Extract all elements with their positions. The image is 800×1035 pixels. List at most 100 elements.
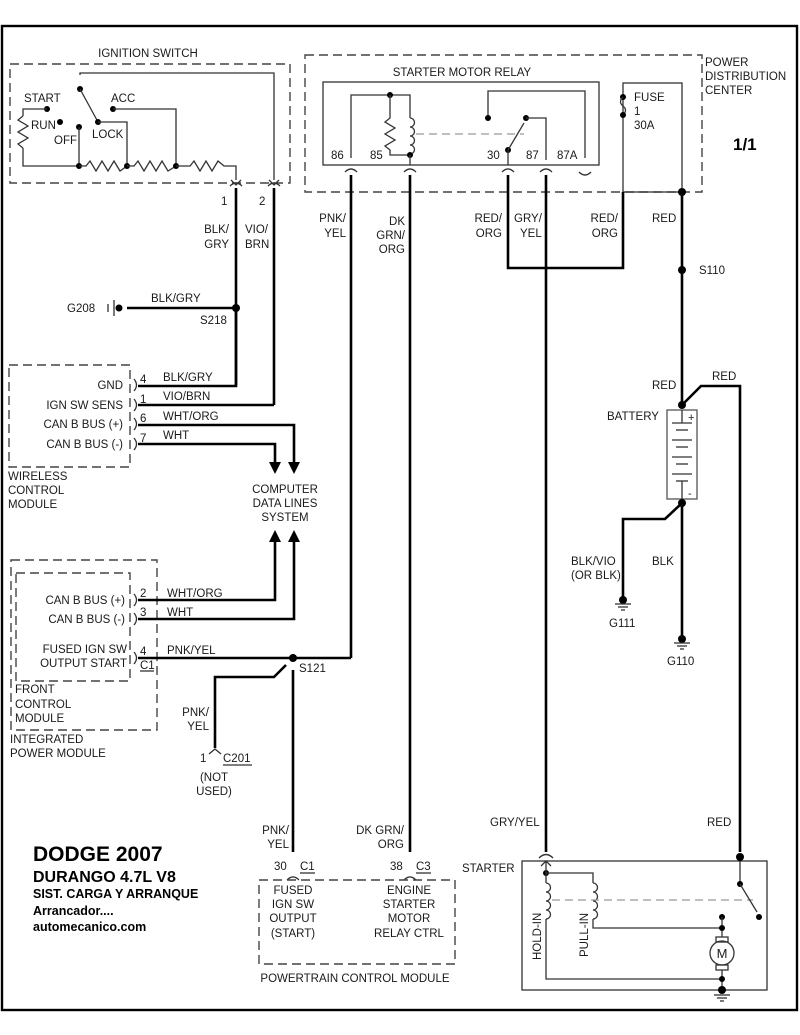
pos-run-label: RUN bbox=[31, 120, 56, 132]
ignition-switch-title: IGNITION SWITCH bbox=[98, 48, 198, 60]
title-website: automecanico.com bbox=[33, 920, 146, 934]
pcm-c3-pin: 38 bbox=[390, 861, 403, 873]
pcm-c3-connector: C3 bbox=[416, 861, 431, 873]
wire-label: RED/ bbox=[591, 213, 619, 225]
relay-coil-icon bbox=[409, 117, 416, 155]
wire-label: DK GRN/ bbox=[356, 825, 405, 837]
wire-label: WHT bbox=[167, 607, 193, 619]
pull-in-label: PULL-IN bbox=[579, 913, 591, 957]
wcm-pin: 7 bbox=[140, 433, 146, 445]
wire-label: PNK/ bbox=[262, 825, 290, 837]
wire-label: BRN bbox=[245, 239, 269, 251]
data-lines-label: SYSTEM bbox=[261, 512, 308, 524]
wire-label: BLK/VIO bbox=[571, 556, 616, 568]
ipm-title: POWER MODULE bbox=[10, 748, 106, 760]
pcm-c1-connector: C1 bbox=[300, 861, 315, 873]
g111-label: G111 bbox=[609, 618, 635, 630]
fcm-pin: 3 bbox=[140, 607, 146, 619]
wire-label: BLK/GRY bbox=[151, 293, 201, 305]
wire-label: GRN/ bbox=[376, 230, 406, 242]
fuse-icon bbox=[619, 96, 627, 116]
starter-outline bbox=[521, 860, 768, 991]
fcm-pin: 2 bbox=[140, 588, 146, 600]
fcm-row-label: OUTPUT START bbox=[40, 658, 127, 670]
arrow-down-icon bbox=[269, 462, 281, 474]
ign-pin-2: 2 bbox=[259, 196, 265, 208]
wcm-title: CONTROL bbox=[8, 485, 65, 497]
pcm-c1-desc: (START) bbox=[271, 928, 315, 940]
fcm-title: FRONT bbox=[15, 684, 55, 696]
wire-label: RED bbox=[707, 817, 731, 829]
wire-label: PNK/ bbox=[182, 707, 210, 719]
ign-pin-1: 1 bbox=[221, 196, 227, 208]
title-make-year: DODGE 2007 bbox=[33, 843, 163, 866]
pdc-title: DISTRIBUTION bbox=[705, 71, 786, 83]
wire-label: PNK/YEL bbox=[167, 645, 216, 657]
wire-label: ORG bbox=[592, 228, 618, 240]
battery-label: BATTERY bbox=[607, 411, 659, 423]
title-model: DURANGO 4.7L V8 bbox=[33, 869, 176, 886]
data-lines-label: DATA LINES bbox=[253, 498, 318, 510]
c201-note: USED) bbox=[196, 786, 232, 798]
motor-label: M bbox=[717, 946, 728, 961]
integrated-power-module: FRONT CONTROL MODULE INTEGRATED POWER MO… bbox=[10, 559, 158, 760]
s121-label: S121 bbox=[299, 663, 326, 675]
wire-label: ORG bbox=[378, 839, 404, 851]
ignition-switch-outline bbox=[9, 63, 291, 184]
relay-resistor-icon bbox=[383, 95, 410, 156]
ipm-outline bbox=[10, 559, 158, 731]
wire-label: ORG bbox=[379, 244, 405, 256]
pull-in-coil-icon bbox=[592, 882, 599, 920]
ground-g111: G111 bbox=[609, 596, 635, 630]
wire-label: YEL bbox=[324, 228, 346, 240]
ipm-title: INTEGRATED bbox=[10, 734, 83, 746]
wire-label: ORG bbox=[476, 228, 502, 240]
wcm-outline bbox=[8, 364, 131, 468]
fcm-row-label: FUSED IGN SW bbox=[43, 644, 127, 656]
relay-contact-arm bbox=[507, 122, 525, 151]
relay-title: STARTER MOTOR RELAY bbox=[393, 67, 532, 79]
pcm-c3-desc: MOTOR bbox=[388, 913, 431, 925]
pos-acc-label: ACC bbox=[111, 93, 135, 105]
fcm-row-label: CAN B BUS (-) bbox=[48, 614, 125, 626]
wire-label: VIO/ bbox=[245, 224, 269, 236]
fuse-label: FUSE bbox=[634, 92, 665, 104]
pdc-outline bbox=[304, 54, 703, 193]
relay-pin-30: 30 bbox=[487, 150, 500, 162]
title-system: SIST. CARGA Y ARRANQUE bbox=[33, 887, 198, 901]
power-distribution-center: POWER DISTRIBUTION CENTER STARTER MOTOR … bbox=[304, 54, 786, 196]
starter: GRY/YEL RED STARTER M HOLD-IN PULL- bbox=[462, 817, 768, 1002]
wire-label: WHT/ORG bbox=[163, 411, 219, 423]
title-subsystem: Arrancador.... bbox=[33, 904, 114, 918]
wcm-row-label: IGN SW SENS bbox=[46, 400, 123, 412]
wire-label: RED bbox=[652, 380, 676, 392]
powertrain-control-module: PNK/ YEL DK GRN/ ORG 30 C1 38 C3 FUSED I… bbox=[258, 825, 456, 985]
sheet-frame bbox=[0, 24, 799, 1012]
computer-data-lines-system: COMPUTER DATA LINES SYSTEM bbox=[252, 484, 318, 524]
fcm-connector: C1 bbox=[140, 660, 155, 672]
wire-label: PNK/ bbox=[319, 213, 347, 225]
wire-label: DK bbox=[389, 216, 405, 228]
relay-pin-86: 86 bbox=[331, 150, 344, 162]
battery-neg-label: - bbox=[688, 488, 692, 500]
ground-g110: G110 bbox=[667, 635, 694, 668]
g208-label: G208 bbox=[67, 303, 95, 315]
battery: BATTERY RED RED + - bbox=[607, 371, 742, 852]
wire-label: YEL bbox=[267, 839, 289, 851]
wire-label: GRY/YEL bbox=[490, 817, 540, 829]
fcm-row-label: CAN B BUS (+) bbox=[45, 595, 125, 607]
wcm-title: MODULE bbox=[8, 499, 58, 511]
wcm-pin: 4 bbox=[140, 374, 147, 386]
fcm-title: CONTROL bbox=[15, 699, 72, 711]
pos-lock-label: LOCK bbox=[92, 129, 124, 141]
g110-label: G110 bbox=[667, 656, 694, 668]
wire-label: RED/ bbox=[475, 213, 503, 225]
wire-label: BLK bbox=[652, 556, 674, 568]
pcm-c3-desc: RELAY CTRL bbox=[374, 928, 444, 940]
pcm-c3-desc: ENGINE bbox=[387, 885, 431, 897]
wire-label: BLK/GRY bbox=[163, 372, 213, 384]
wire-label: BLK/ bbox=[204, 224, 230, 236]
pcm-c1-pin: 30 bbox=[274, 861, 287, 873]
pos-off-label: OFF bbox=[54, 135, 77, 147]
wire-label: WHT bbox=[163, 430, 189, 442]
